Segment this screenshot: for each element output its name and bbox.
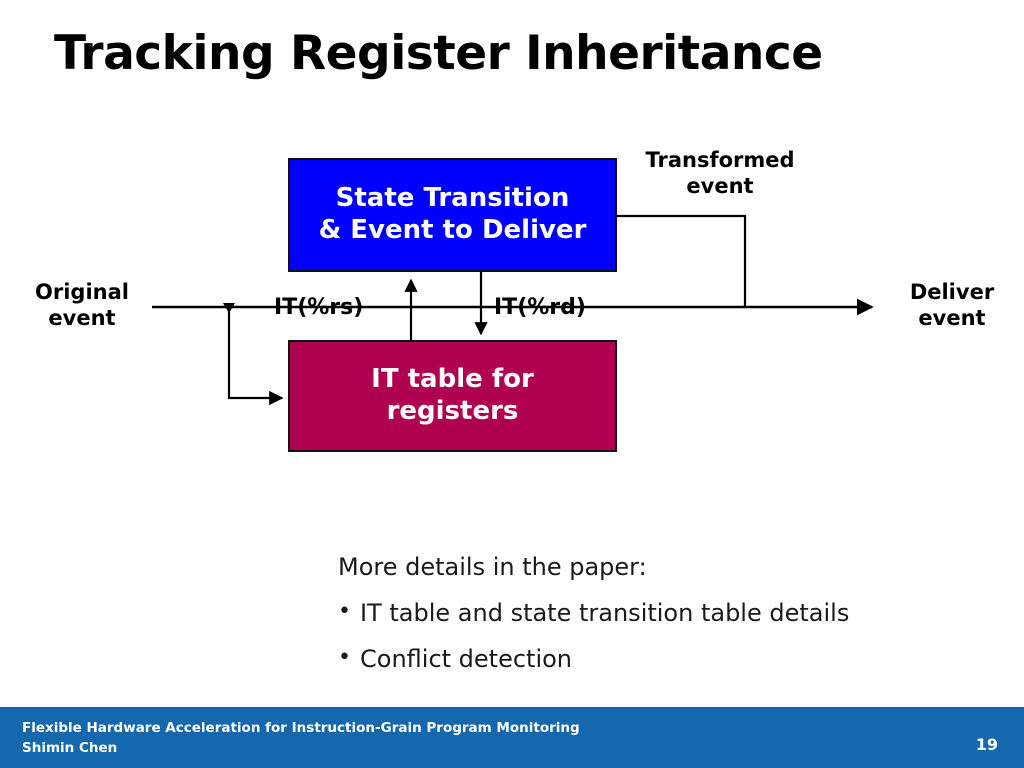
footer-author: Shimin Chen (22, 739, 118, 756)
footer-attribution: Flexible Hardware Acceleration for Instr… (22, 719, 580, 758)
box-state-transition-line1: State Transition (335, 183, 570, 214)
body-lead-line: More details in the paper: (338, 553, 647, 581)
label-deliver-event: Deliver event (909, 280, 995, 330)
list-item: • Conflict detection (338, 645, 978, 673)
box-it-table-line2: registers (386, 396, 519, 426)
box-it-table-line1: IT table for (371, 364, 534, 395)
page-title: Tracking Register Inheritance (54, 26, 823, 81)
box-state-transition-line2: & Event to Deliver (318, 215, 587, 245)
dataflow-diagram: State Transition & Event to Deliver IT t… (35, 148, 995, 452)
original-event-to-it-table-line (227, 307, 284, 406)
transformed-event-line (617, 214, 747, 307)
list-item-label: IT table and state transition table deta… (360, 599, 850, 627)
diagram-connectors (152, 214, 874, 406)
body-text-block: More details in the paper: • IT table an… (338, 555, 978, 693)
label-it-rs: IT(%rs) (274, 295, 364, 320)
list-item-label: Conflict detection (360, 645, 573, 673)
page-number: 19 (975, 735, 998, 754)
footer-bar: Flexible Hardware Acceleration for Instr… (0, 707, 1024, 768)
bullet-dot-icon: • (338, 599, 351, 624)
footer-paper-title: Flexible Hardware Acceleration for Instr… (22, 720, 580, 736)
box-it-table[interactable]: IT table for registers (288, 340, 617, 452)
label-original-event: Original event (35, 280, 129, 330)
label-transformed-event: Transformed event (645, 148, 795, 198)
list-item: • IT table and state transition table de… (338, 599, 978, 627)
bullet-dot-icon: • (338, 645, 351, 670)
label-it-rd: IT(%rd) (494, 295, 586, 320)
box-state-transition[interactable]: State Transition & Event to Deliver (288, 158, 617, 272)
